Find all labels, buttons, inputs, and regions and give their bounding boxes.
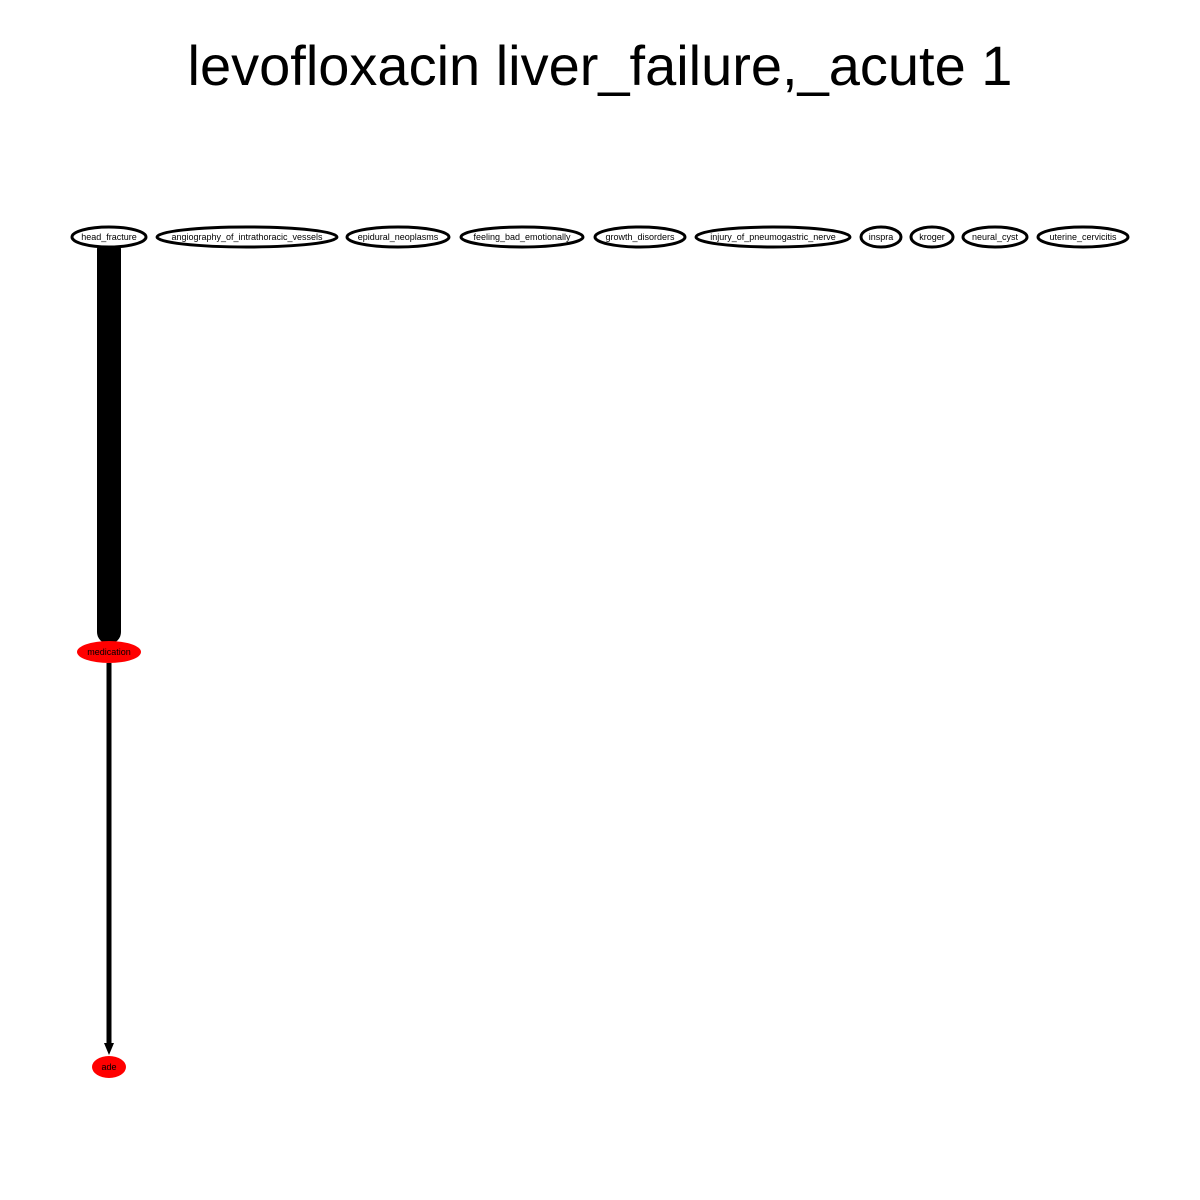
node-shape-angiography_of_intrathoracic_vessels xyxy=(155,225,339,249)
node-feeling_bad_emotionally: feeling_bad_emotionally xyxy=(459,225,585,249)
node-shape-kroger xyxy=(909,225,955,249)
node-label-feeling_bad_emotionally: feeling_bad_emotionally xyxy=(473,232,571,242)
nodes-layer: head_fracture angiography_of_intrathoraci… xyxy=(70,225,1130,1078)
node-growth_disorders: growth_disorders xyxy=(593,225,687,249)
node-epidural_neoplasms: epidural_neoplasms xyxy=(345,225,451,249)
node-label-epidural_neoplasms: epidural_neoplasms xyxy=(358,232,439,242)
node-neural_cyst: neural_cyst xyxy=(961,225,1029,249)
node-medication: medication xyxy=(77,641,141,663)
node-shape-medication xyxy=(77,641,141,663)
node-kroger: kroger xyxy=(909,225,955,249)
node-label-uterine_cervicitis: uterine_cervicitis xyxy=(1049,232,1117,242)
node-angiography_of_intrathoracic_vessels: angiography_of_intrathoracic_vessels xyxy=(155,225,339,249)
node-label-kroger: kroger xyxy=(919,232,945,242)
chart-title: levofloxacin liver_failure,_acute 1 xyxy=(188,34,1013,97)
node-label-inspra: inspra xyxy=(869,232,894,242)
node-label-medication: medication xyxy=(87,647,131,657)
node-shape-inspra xyxy=(859,225,903,249)
node-uterine_cervicitis: uterine_cervicitis xyxy=(1036,225,1130,249)
node-label-ade: ade xyxy=(101,1062,116,1072)
node-shape-growth_disorders xyxy=(593,225,687,249)
node-shape-head_fracture xyxy=(70,225,148,249)
node-label-neural_cyst: neural_cyst xyxy=(972,232,1019,242)
edges-layer xyxy=(97,237,121,1055)
node-head_fracture: head_fracture xyxy=(70,225,148,249)
node-label-injury_of_pneumogastric_nerve: injury_of_pneumogastric_nerve xyxy=(710,232,836,242)
node-shape-epidural_neoplasms xyxy=(345,225,451,249)
node-label-growth_disorders: growth_disorders xyxy=(605,232,675,242)
node-ade: ade xyxy=(92,1056,126,1078)
node-shape-injury_of_pneumogastric_nerve xyxy=(694,225,852,249)
node-shape-uterine_cervicitis xyxy=(1036,225,1130,249)
node-injury_of_pneumogastric_nerve: injury_of_pneumogastric_nerve xyxy=(694,225,852,249)
edge-arrowhead-ade xyxy=(104,1043,114,1055)
node-shape-ade xyxy=(92,1056,126,1078)
node-shape-feeling_bad_emotionally xyxy=(459,225,585,249)
node-shape-neural_cyst xyxy=(961,225,1029,249)
node-inspra: inspra xyxy=(859,225,903,249)
node-label-angiography_of_intrathoracic_vessels: angiography_of_intrathoracic_vessels xyxy=(171,232,323,242)
node-label-head_fracture: head_fracture xyxy=(81,232,137,242)
